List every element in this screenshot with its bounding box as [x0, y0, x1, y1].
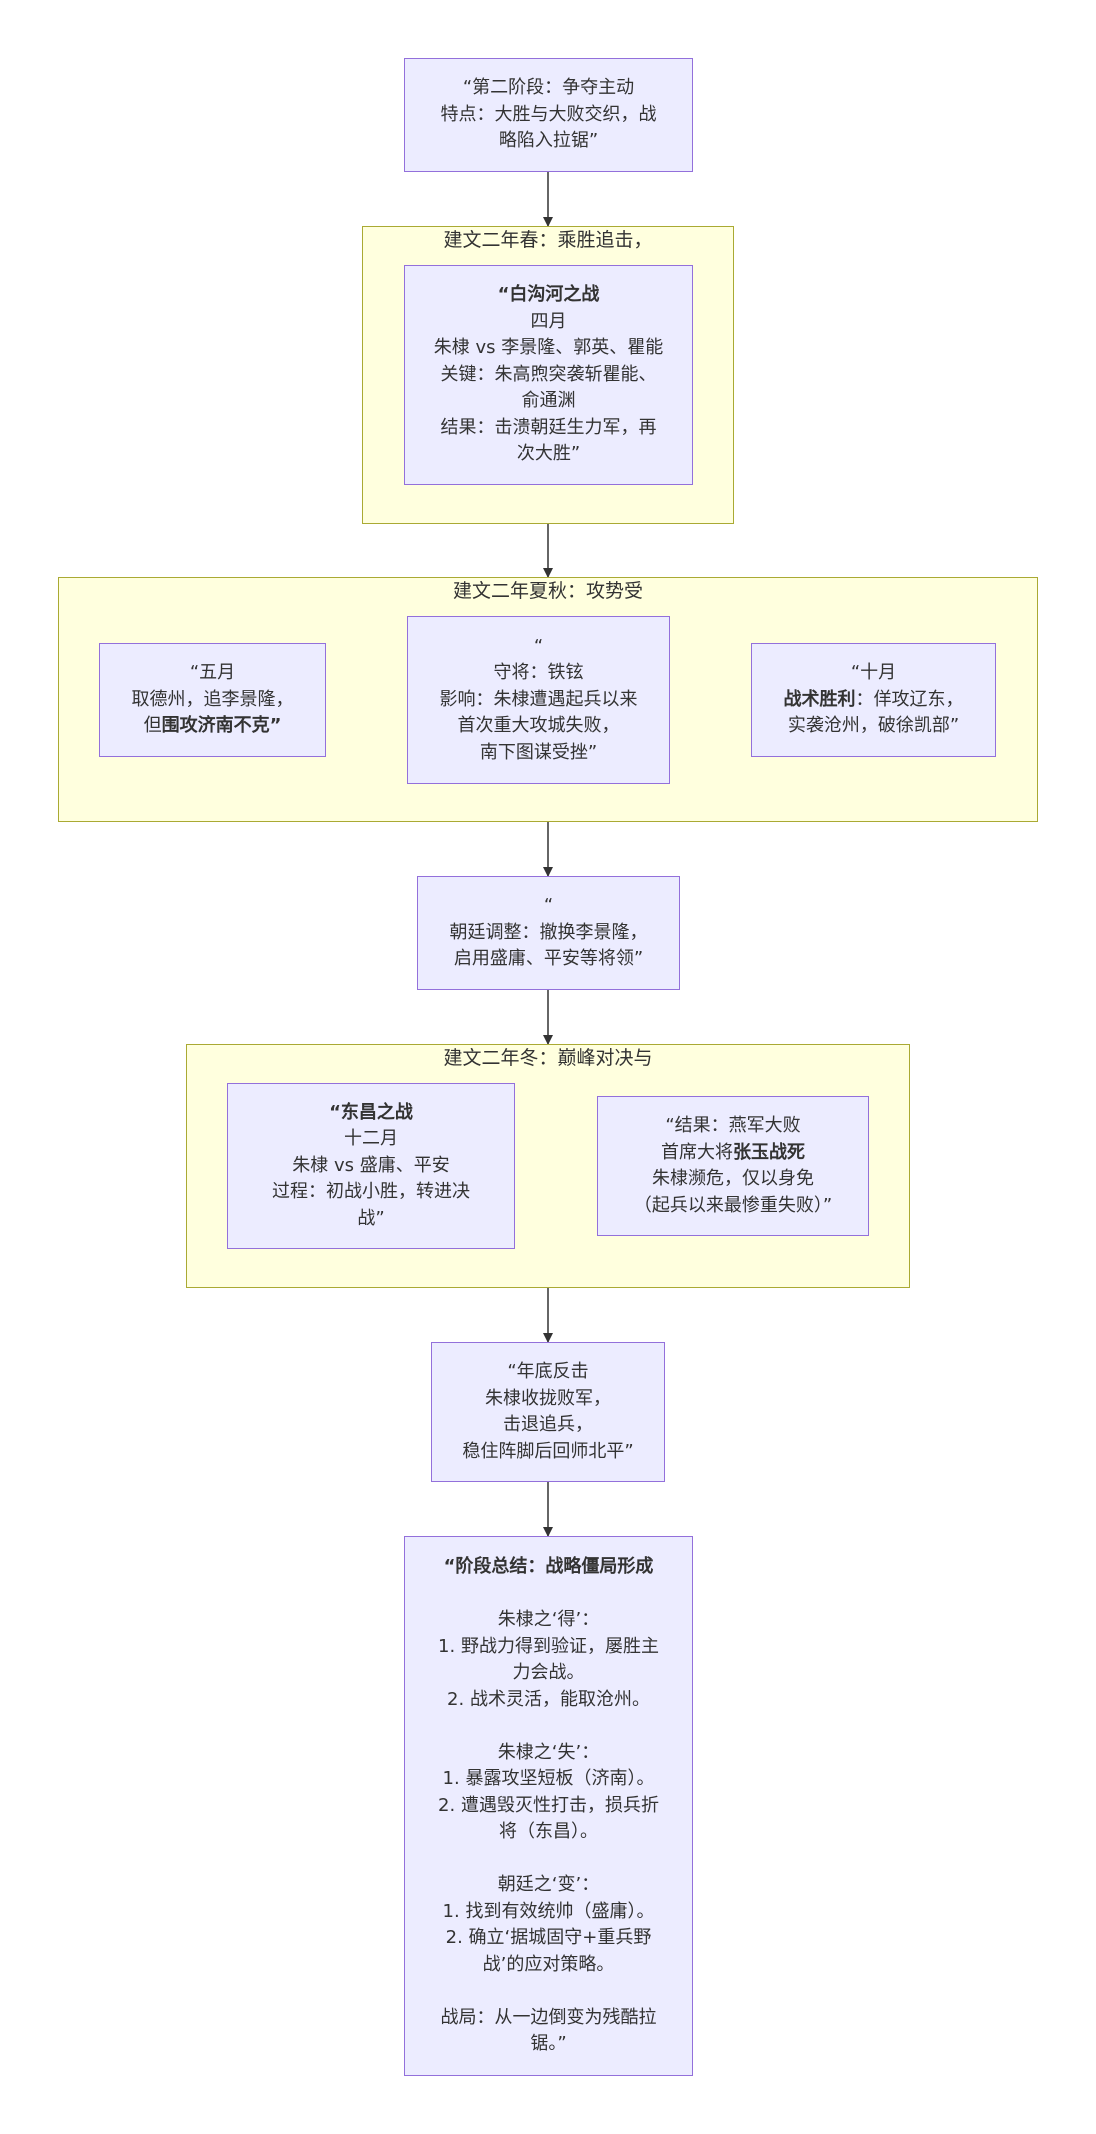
- summary-change-head: 朝廷之‘变’：: [497, 1874, 600, 1896]
- baigou-month: 四月: [530, 310, 567, 332]
- summary-title: “阶段总结：战略僵局形成: [443, 1556, 654, 1578]
- jinan-impact-end: 南下图谋受挫”: [479, 741, 598, 763]
- summary-gain-1: 1. 野战力得到验证，屡胜主: [438, 1635, 659, 1657]
- october-node: “十月 战术胜利：佯攻辽东， 实袭沧州，破徐凯部”: [751, 643, 996, 757]
- baigou-key: 关键：朱高煦突袭斩瞿能、: [440, 363, 657, 385]
- phase2-title-line: 特点：大胜与大败交织，战: [440, 103, 657, 125]
- summary-change-2: 2. 确立‘据城固守+重兵野: [445, 1927, 652, 1949]
- baigou-result-cont: 次大胜”: [516, 443, 581, 465]
- year-end-line: “年底反击: [507, 1361, 589, 1382]
- baigou-battle-node: “白沟河之战 四月 朱棣 vs 李景隆、郭英、瞿能 关键：朱高煦突袭斩瞿能、 俞…: [404, 265, 693, 485]
- jinan-siege-node: “ 守将：铁铉 影响：朱棣遭遇起兵以来 首次重大攻城失败， 南下图谋受挫”: [407, 616, 670, 784]
- dongchang-process-cont: 战”: [357, 1207, 385, 1229]
- year-end-line: 朱棣收拢败军，: [485, 1387, 611, 1409]
- year-end-node: “年底反击 朱棣收拢败军， 击退追兵， 稳住阵脚后回师北平”: [431, 1342, 665, 1482]
- spring-cluster-label: 建文二年春：乘胜追击，锐气正盛: [443, 229, 653, 251]
- summary-final-b: 锯。”: [530, 2033, 567, 2055]
- dongchang-process: 过程：初战小胜，转进决: [272, 1181, 470, 1203]
- october-tactic-line: 战术胜利：佯攻辽东，: [783, 688, 964, 710]
- year-end-line: 稳住阵脚后回师北平”: [462, 1440, 634, 1462]
- baigou-key-cont: 俞通渊: [521, 390, 576, 412]
- dongchang-month: 十二月: [344, 1128, 398, 1150]
- october-title: “十月: [850, 662, 897, 684]
- result-title: “结果：燕军大败: [665, 1115, 801, 1136]
- jinan-quote: “: [533, 635, 544, 657]
- summary-final: 战局：从一边倒变为残酷拉: [440, 2006, 657, 2028]
- october-result: 实袭沧州，破徐凯部”: [787, 715, 960, 737]
- baigou-title: “白沟河之战: [497, 284, 600, 306]
- summary-loss-1: 1. 暴露攻坚短板（济南）。: [442, 1768, 655, 1790]
- year-end-line: 击退追兵，: [503, 1414, 593, 1435]
- summary-gain-2: 2. 战术灵活，能取沧州。: [447, 1688, 650, 1710]
- result-zhudi: 朱棣濒危，仅以身免: [652, 1168, 814, 1189]
- summary-node: “阶段总结：战略僵局形成 朱棣之‘得’： 1. 野战力得到验证，屡胜主 力会战。…: [404, 1536, 693, 2076]
- baigou-sides: 朱棣 vs 李景隆、郭英、瞿能: [433, 337, 664, 359]
- dongchang-sides: 朱棣 vs 盛庸、平安: [292, 1154, 450, 1176]
- court-adjust-text: 朝廷调整：撤换李景隆，: [449, 921, 648, 943]
- summary-loss-head: 朱棣之‘失’：: [497, 1741, 600, 1763]
- may-title: “五月: [189, 662, 236, 684]
- may-text: 取德州，追李景隆，: [131, 688, 294, 710]
- result-note: （起兵以来最惨重失败）”: [633, 1194, 833, 1216]
- dongchang-title: “东昌之战: [329, 1101, 413, 1123]
- dongchang-result-node: “结果：燕军大败 首席大将张玉战死 朱棣濒危，仅以身免 （起兵以来最惨重失败）”: [597, 1096, 869, 1236]
- summer-autumn-cluster-label: 建文二年夏秋：攻势受挫，遭遇坚城: [452, 580, 643, 602]
- phase2-title-line: “第二阶段：争夺主动: [462, 77, 635, 99]
- jinan-impact-cont: 首次重大攻城失败，: [457, 715, 620, 737]
- summary-gain-head: 朱棣之‘得’：: [497, 1609, 600, 1631]
- summary-change-1: 1. 找到有效统帅（盛庸）。: [442, 1900, 655, 1922]
- summary-gain-1b: 力会战。: [512, 1662, 585, 1684]
- jinan-defender: 守将：铁铉: [493, 662, 584, 684]
- winter-cluster-label: 建文二年冬：巅峰对决与惨痛失利: [443, 1047, 653, 1069]
- phase2-title-line: 略陷入拉锯”: [498, 130, 599, 152]
- result-general-line: 首席大将张玉战死: [661, 1141, 805, 1163]
- court-adjust-generals: 启用盛庸、平安等将领”: [453, 948, 644, 970]
- jinan-impact: 影响：朱棣遭遇起兵以来: [439, 688, 638, 710]
- summary-loss-2: 2. 遭遇毁灭性打击，损兵折: [438, 1794, 659, 1816]
- summary-change-2b: 战’的应对策略。: [482, 1953, 615, 1975]
- phase2-title-node: “第二阶段：争夺主动 特点：大胜与大败交织，战 略陷入拉锯”: [404, 58, 693, 172]
- dongchang-battle-node: “东昌之战 十二月 朱棣 vs 盛庸、平安 过程：初战小胜，转进决 战”: [227, 1083, 515, 1249]
- may-jinan-line: 但围攻济南不克”: [143, 715, 282, 737]
- may-node: “五月 取德州，追李景隆， 但围攻济南不克”: [99, 643, 326, 757]
- court-quote: “: [543, 895, 554, 917]
- baigou-result: 结果：击溃朝廷生力军，再: [440, 416, 657, 438]
- summary-loss-2b: 将（东昌）。: [499, 1821, 598, 1843]
- court-adjust-node: “ 朝廷调整：撤换李景隆， 启用盛庸、平安等将领”: [417, 876, 680, 990]
